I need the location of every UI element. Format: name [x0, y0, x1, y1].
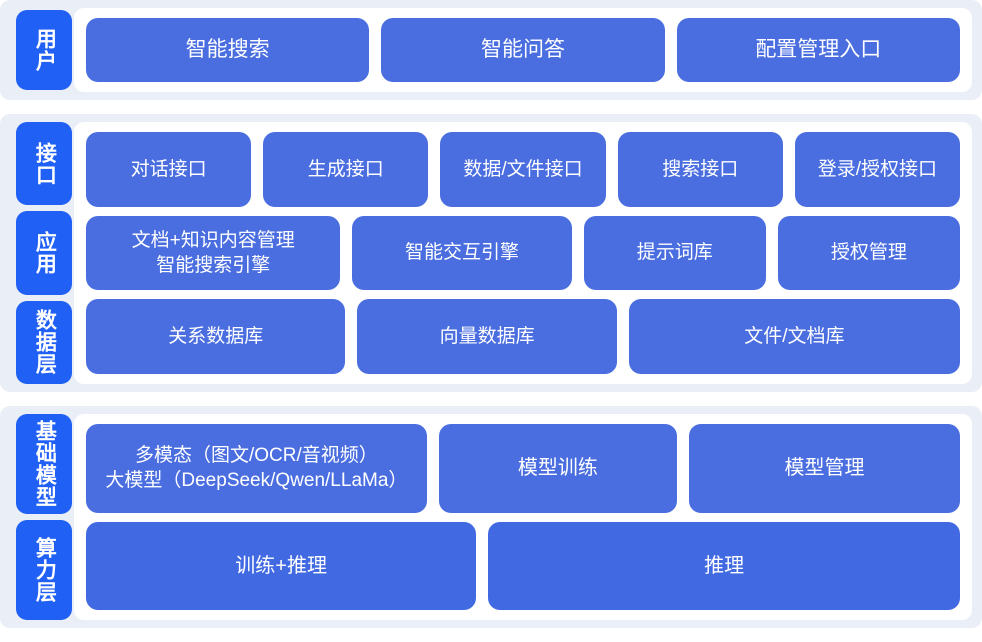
block-login-auth-api[interactable]: 登录/授权接口: [794, 132, 961, 207]
block-vector-database[interactable]: 向量数据库: [357, 299, 617, 375]
block-doc-knowledge-management[interactable]: 文档+知识内容管理 智能搜索引擎: [86, 215, 341, 291]
block-config-management-entry[interactable]: 配置管理入口: [676, 18, 960, 82]
layer-label-column-user: 用户: [0, 0, 72, 100]
layer-group-infra: 基础模型 算力层 多模态（图文/OCR/音视频） 大模型（DeepSeek/Qw…: [0, 406, 982, 628]
block-intelligent-interaction-engine[interactable]: 智能交互引擎: [352, 215, 572, 291]
layer-panel-platform: 对话接口 生成接口 数据/文件接口 搜索接口 登录/授权接口 文档+知识内容管理…: [74, 122, 972, 384]
block-row-data: 关系数据库 向量数据库 文件/文档库: [86, 299, 960, 375]
layer-panel-user: 智能搜索 智能问答 配置管理入口: [74, 8, 972, 92]
block-multimodal-large-model[interactable]: 多模态（图文/OCR/音视频） 大模型（DeepSeek/Qwen/LLaMa）: [86, 424, 427, 513]
block-authorization-management[interactable]: 授权管理: [777, 215, 960, 291]
block-generation-api[interactable]: 生成接口: [263, 132, 429, 207]
layer-label-foundation-model[interactable]: 基础模型: [16, 414, 72, 514]
layer-label-column-infra: 基础模型 算力层: [0, 406, 72, 628]
layer-label-user[interactable]: 用户: [16, 10, 72, 90]
block-relational-database[interactable]: 关系数据库: [86, 299, 346, 375]
block-row-interface: 对话接口 生成接口 数据/文件接口 搜索接口 登录/授权接口: [86, 132, 961, 207]
layer-panel-infra: 多模态（图文/OCR/音视频） 大模型（DeepSeek/Qwen/LLaMa）…: [74, 414, 972, 620]
block-row-compute: 训练+推理 推理: [86, 521, 960, 610]
block-prompt-library[interactable]: 提示词库: [583, 215, 766, 291]
layer-label-application[interactable]: 应用: [16, 211, 72, 295]
block-intelligent-search[interactable]: 智能搜索: [86, 18, 370, 82]
block-data-file-api[interactable]: 数据/文件接口: [440, 132, 606, 207]
block-row-application: 文档+知识内容管理 智能搜索引擎 智能交互引擎 提示词库 授权管理: [86, 215, 960, 291]
block-search-api[interactable]: 搜索接口: [617, 132, 783, 207]
block-row-foundation-model: 多模态（图文/OCR/音视频） 大模型（DeepSeek/Qwen/LLaMa）…: [86, 424, 960, 513]
group-gap: [0, 100, 982, 114]
block-model-management[interactable]: 模型管理: [689, 424, 960, 513]
layer-group-platform: 接口 应用 数据层 对话接口 生成接口 数据/文件接口 搜索接口 登录/授权接口…: [0, 114, 982, 392]
block-intelligent-qa[interactable]: 智能问答: [381, 18, 665, 82]
block-file-document-store[interactable]: 文件/文档库: [628, 299, 960, 375]
layer-label-interface[interactable]: 接口: [16, 122, 72, 206]
group-gap: [0, 392, 982, 406]
block-row: 智能搜索 智能问答 配置管理入口: [86, 18, 960, 82]
layer-label-data[interactable]: 数据层: [16, 300, 72, 384]
layer-label-column-platform: 接口 应用 数据层: [0, 114, 72, 392]
layer-label-compute[interactable]: 算力层: [16, 520, 72, 620]
block-dialog-api[interactable]: 对话接口: [86, 132, 252, 207]
block-model-training[interactable]: 模型训练: [438, 424, 678, 513]
block-inference[interactable]: 推理: [488, 521, 960, 610]
block-training-plus-inference[interactable]: 训练+推理: [86, 521, 477, 610]
layer-group-user: 用户 智能搜索 智能问答 配置管理入口: [0, 0, 982, 100]
